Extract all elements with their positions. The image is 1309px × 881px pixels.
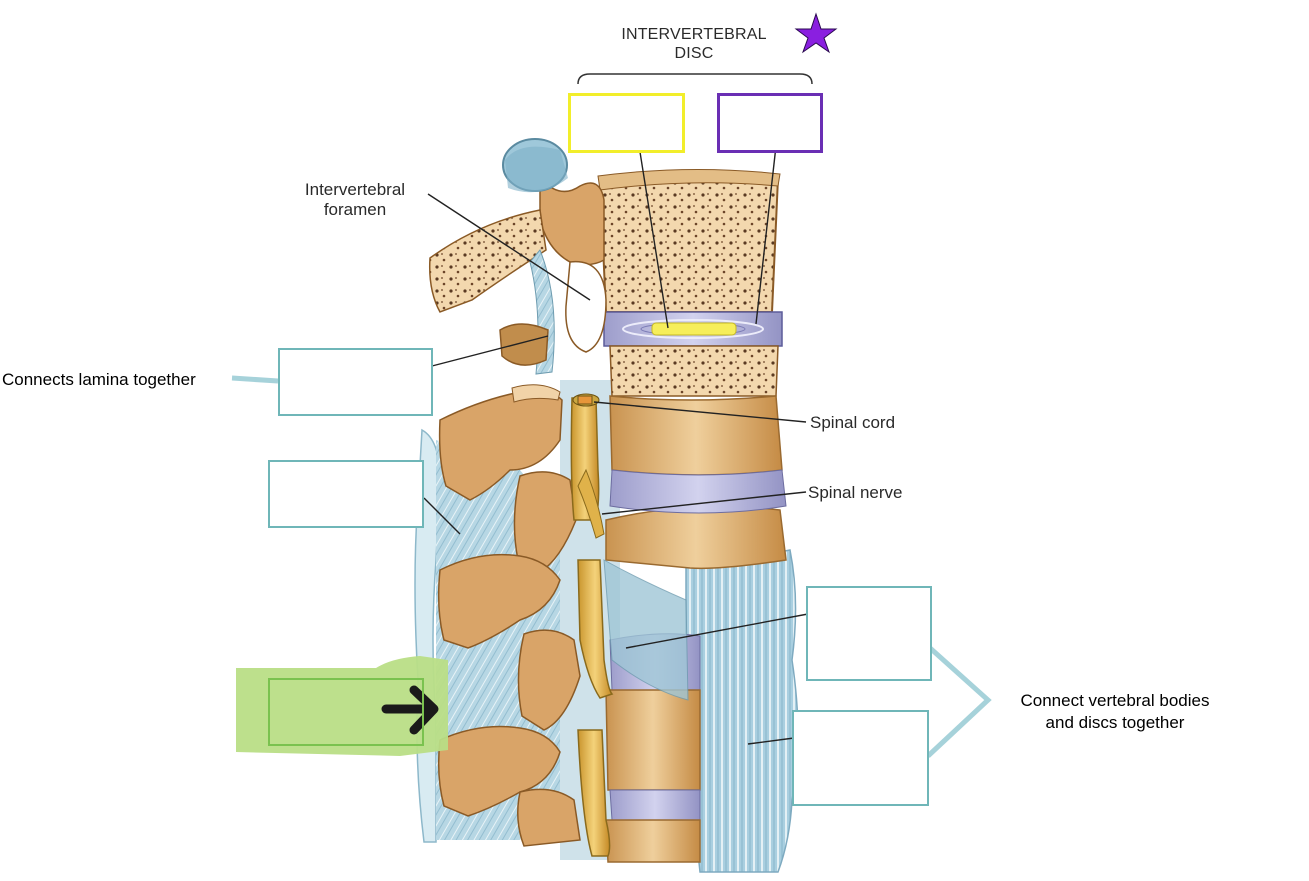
- vertebral-body-top: [598, 172, 780, 313]
- nucleus-pulposus-blank[interactable]: [568, 93, 685, 153]
- disc-title-line2: DISC: [674, 45, 714, 62]
- foramen-label: Intervertebral foramen: [290, 180, 420, 220]
- supraspinous-ligament-blank[interactable]: [268, 678, 424, 746]
- foramen-line2: foramen: [323, 200, 387, 219]
- disc-bracket: [577, 73, 813, 85]
- pedicle-top: [539, 176, 605, 266]
- transverse-process-top: [428, 209, 547, 313]
- anterior-longitudinal-ligament-blank[interactable]: [792, 710, 929, 806]
- anterior-longitudinal-ligament: [685, 549, 799, 873]
- posterior-longitudinal-ligament-blank[interactable]: [806, 586, 932, 681]
- disc-title-line1: INTERVERTEBRAL: [621, 26, 767, 43]
- star-icon: [794, 12, 838, 54]
- interspinous-ligament-blank[interactable]: [268, 460, 424, 528]
- bodies-note-line1: Connect vertebral bodies: [1020, 691, 1210, 710]
- lamina-note: Connects lamina together: [2, 370, 196, 389]
- highlight-region: [236, 656, 448, 756]
- annulus-fibrosus-blank[interactable]: [717, 93, 823, 153]
- disc-title: INTERVERTEBRAL DISC: [604, 25, 784, 63]
- ligamentum-flavum-blank[interactable]: [278, 348, 433, 416]
- posterior-longitudinal-ligament: [603, 559, 689, 701]
- bodies-note-line2: and discs together: [1045, 713, 1185, 732]
- spinal-nerve-label: Spinal nerve: [808, 483, 903, 502]
- bodies-note: Connect vertebral bodies and discs toget…: [1000, 690, 1230, 734]
- nucleus-pulposus: [651, 322, 737, 336]
- foramen-line1: Intervertebral: [304, 180, 406, 199]
- spinal-nerve: [577, 468, 605, 539]
- spinal-cord-label: Spinal cord: [810, 413, 896, 432]
- intervertebral-foramen: [565, 260, 607, 353]
